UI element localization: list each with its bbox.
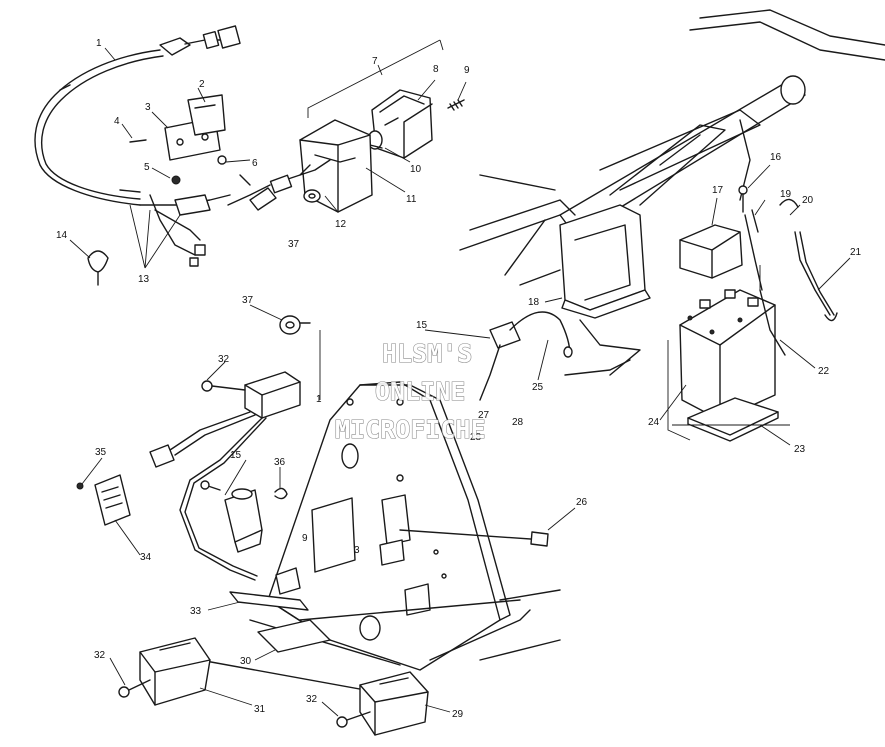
watermark-line-3: MICROFICHE [335, 415, 486, 444]
regulator-bolt [201, 380, 246, 392]
callout-5: 5 [144, 162, 150, 173]
harness-mount-plate [164, 94, 226, 161]
grommet-upper [303, 189, 321, 203]
callout-12: 12 [335, 219, 347, 230]
callout-25: 25 [532, 382, 544, 393]
callout-30: 30 [240, 656, 252, 667]
callout-27: 27 [478, 410, 490, 421]
callout-4: 4 [114, 116, 120, 127]
taillight-socket [269, 159, 331, 194]
callout-24: 24 [648, 417, 660, 428]
callout-36: 36 [274, 457, 286, 468]
callout-17: 17 [712, 185, 724, 196]
watermark-line-2: ONLINE [375, 377, 465, 406]
callout-19: 19 [780, 189, 792, 200]
callout-20: 20 [802, 195, 814, 206]
taillight-screw [447, 99, 465, 111]
callout-35: 35 [95, 447, 107, 458]
battery-pad [687, 397, 779, 442]
battery-bracket [559, 204, 651, 376]
leader-lines [69, 47, 851, 717]
callout-21: 21 [850, 247, 862, 258]
battery-foam [679, 224, 743, 279]
callout-33: 33 [190, 606, 202, 617]
callout-37-upper: 37 [288, 239, 300, 250]
lower-plate [257, 619, 331, 653]
callout-32-c: 32 [306, 694, 318, 705]
callout-18: 18 [528, 297, 540, 308]
bolt-lower-left [118, 679, 151, 698]
wire-harness [34, 25, 277, 267]
callout-23: 23 [794, 444, 806, 455]
callout-16: 16 [770, 152, 782, 163]
callout-22: 22 [818, 366, 830, 377]
callout-29: 29 [452, 709, 464, 720]
rectifier-connector [479, 311, 573, 401]
lower-bracket-left [139, 637, 211, 706]
callout-26: 26 [576, 497, 588, 508]
frame-chassis [459, 9, 885, 286]
callout-labels: 1 2 3 4 5 6 7 8 9 10 11 12 13 14 15 15 1… [56, 38, 862, 720]
diode [87, 250, 109, 286]
fuse-holder [76, 474, 131, 526]
voltage-regulator [149, 371, 301, 581]
callout-37-lower: 37 [242, 295, 254, 306]
callout-8: 8 [433, 64, 439, 75]
long-bolt [399, 529, 549, 547]
callout-1: 1 [96, 38, 102, 49]
callout-28-a: 28 [512, 417, 524, 428]
watermark-line-1: HLSM'S [382, 339, 472, 368]
battery-terminal-bolt [738, 185, 759, 233]
taillight-assembly-bracket [307, 39, 444, 118]
grommet-lower [279, 315, 311, 335]
callout-15-lower: 15 [230, 450, 242, 461]
callout-32-b: 32 [94, 650, 106, 661]
callout-6: 6 [252, 158, 258, 169]
callout-11: 11 [406, 194, 417, 205]
callout-34: 34 [140, 552, 152, 563]
callout-2: 2 [199, 79, 205, 90]
callout-32-a: 32 [218, 354, 230, 365]
callout-9: 9 [464, 65, 470, 76]
taillight-lens-plate [299, 119, 373, 213]
callout-1-panel: 1 [316, 394, 322, 405]
electrical-mount-panel [267, 381, 531, 671]
callout-10: 10 [410, 164, 422, 175]
battery-assembly-bracket [667, 265, 790, 441]
callout-3-panel: 3 [354, 545, 360, 556]
small-hardware [129, 139, 227, 185]
callout-9-panel: 9 [302, 533, 308, 544]
callout-15-upper: 15 [416, 320, 428, 331]
callout-31: 31 [254, 704, 266, 715]
callout-7: 7 [372, 56, 378, 67]
bolt-lower-right [336, 711, 371, 728]
mounting-strip [229, 591, 309, 611]
ignition-coil [200, 480, 263, 553]
callout-3: 3 [145, 102, 151, 113]
callout-14: 14 [56, 230, 68, 241]
callout-13: 13 [138, 274, 150, 285]
watermark: HLSM'S ONLINE MICROFICHE [334, 338, 486, 444]
coil-clip [274, 487, 288, 500]
callout-28-b: 28 [470, 432, 482, 443]
lower-bracket-right [359, 671, 429, 736]
